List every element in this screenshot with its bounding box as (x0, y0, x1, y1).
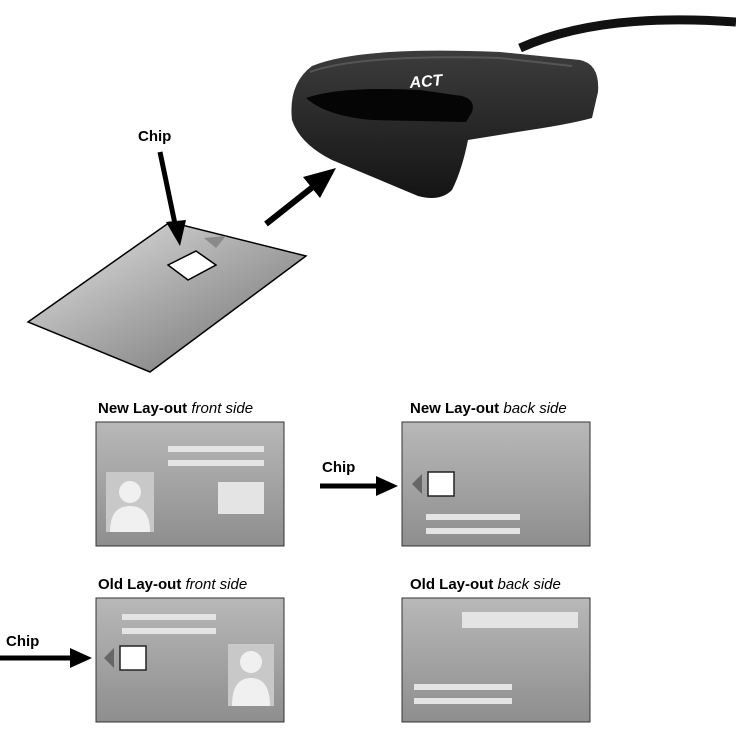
chip-contact (427, 471, 455, 497)
portrait-body-icon (232, 678, 270, 706)
old-front-title-bold: Old Lay-out (98, 576, 182, 593)
card-new-back (401, 421, 591, 547)
portrait-head-icon (119, 481, 141, 503)
card-old-front (95, 597, 285, 723)
old-front-title-italic: front side (185, 576, 248, 593)
card-reader-device: ACT (291, 50, 599, 198)
card-old-back (401, 597, 591, 723)
new-front-title-bold: New Lay-out (98, 400, 188, 417)
chip-contact (119, 645, 147, 671)
new-front-title: New Lay-out front side (98, 400, 253, 417)
direction-triangle-icon (204, 236, 226, 248)
new-back-title-italic: back side (503, 400, 567, 417)
chip-label-top: Chip (138, 128, 172, 145)
reader-logo: ACT (408, 72, 444, 92)
portrait-head-icon (240, 651, 262, 673)
portrait-body-icon (110, 506, 150, 532)
new-front-title-italic: front side (191, 400, 254, 417)
old-front-title: Old Lay-out front side (98, 576, 247, 593)
chip-direction-triangle-icon (412, 474, 422, 494)
insert-arrow (264, 168, 336, 227)
chip-arrow-new-back (320, 476, 398, 496)
chip-pointer-arrow (157, 151, 186, 246)
usb-cable (518, 15, 736, 53)
card-new-front (95, 421, 285, 547)
chip-direction-triangle-icon (104, 648, 114, 668)
old-back-title: Old Lay-out back side (410, 576, 561, 593)
chip-label-new-back: Chip (322, 459, 356, 476)
old-back-title-italic: back side (497, 576, 561, 593)
new-back-title-bold: New Lay-out (410, 400, 500, 417)
chip-label-old-front: Chip (6, 633, 40, 650)
chip-arrow-old-front (0, 648, 92, 668)
old-back-title-bold: Old Lay-out (410, 576, 494, 593)
chip-contact (166, 250, 218, 281)
smart-card (26, 221, 308, 373)
new-back-title: New Lay-out back side (410, 400, 567, 417)
